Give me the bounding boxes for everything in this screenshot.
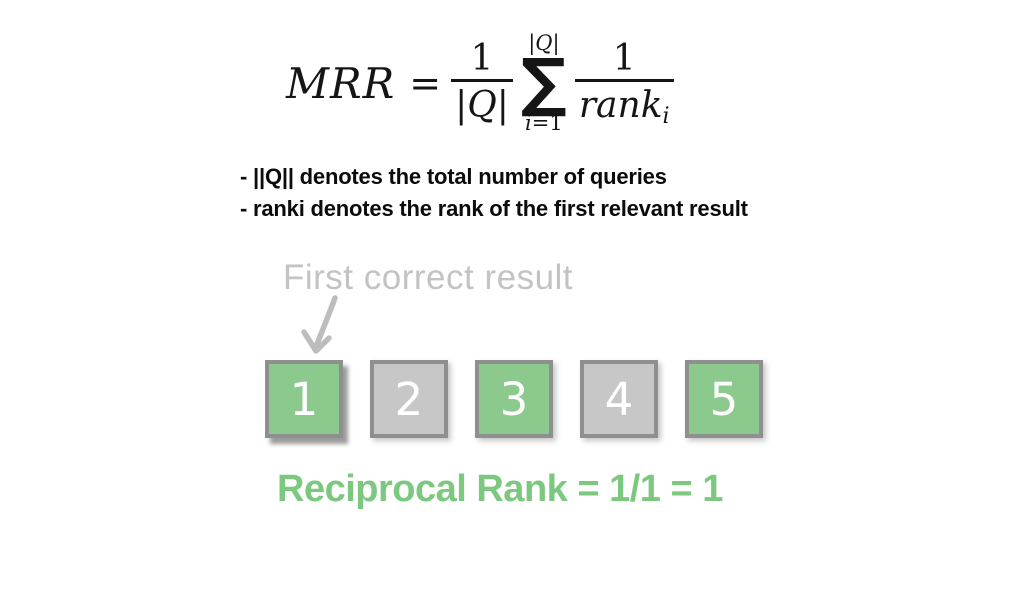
rank-box-label: 1 bbox=[289, 372, 319, 426]
rank-box-label: 2 bbox=[394, 372, 424, 426]
index-variable: i bbox=[525, 111, 532, 136]
rank-box: 2 bbox=[370, 360, 448, 438]
q-symbol: Q bbox=[467, 84, 497, 126]
abs-bar: | bbox=[455, 84, 468, 126]
rank-symbol: rank bbox=[578, 84, 663, 126]
formula-fraction-one-over-q: 1 |Q| bbox=[451, 37, 513, 127]
index-value: =1 bbox=[531, 111, 563, 136]
fraction-numerator: 1 bbox=[470, 37, 494, 79]
summation-lower-limit: i=1 bbox=[525, 112, 563, 134]
down-left-arrow-icon bbox=[301, 295, 338, 354]
formula-equals-sign: = bbox=[409, 61, 442, 105]
fraction-denominator: |Q| bbox=[455, 85, 509, 126]
mrr-formula: MRR = 1 |Q| |Q| ∑ i=1 1 ranki bbox=[286, 27, 674, 139]
fraction-numerator: 1 bbox=[612, 37, 636, 79]
formula-fraction-one-over-rank: 1 ranki bbox=[574, 37, 674, 129]
rank-box: 1 bbox=[265, 360, 343, 438]
rank-box-label: 4 bbox=[604, 372, 634, 426]
reciprocal-rank-result: Reciprocal Rank = 1/1 = 1 bbox=[277, 468, 723, 510]
formula-summation: |Q| ∑ i=1 bbox=[520, 30, 567, 135]
fraction-denominator: ranki bbox=[578, 84, 670, 129]
fraction-bar bbox=[451, 79, 513, 82]
note-rank: - ranki denotes the rank of the first re… bbox=[240, 196, 748, 221]
definition-notes: - ||Q|| denotes the total number of quer… bbox=[240, 161, 748, 225]
abs-bar: | bbox=[552, 30, 560, 55]
rank-box-label: 5 bbox=[709, 372, 739, 426]
abs-bar: | bbox=[496, 84, 509, 126]
rank-boxes-row: 1 2 3 4 5 bbox=[265, 360, 763, 438]
sigma-symbol: ∑ bbox=[520, 45, 567, 120]
rank-box-label: 3 bbox=[499, 372, 529, 426]
summation-upper-limit: |Q| bbox=[528, 30, 560, 55]
fraction-bar bbox=[574, 79, 674, 82]
rank-box: 5 bbox=[685, 360, 763, 438]
first-correct-result-caption: First correct result bbox=[283, 258, 574, 297]
rank-subscript: i bbox=[662, 103, 670, 129]
formula-lhs: MRR bbox=[286, 58, 396, 108]
note-queries: - ||Q|| denotes the total number of quer… bbox=[240, 164, 667, 189]
rank-box: 3 bbox=[475, 360, 553, 438]
abs-bar: | bbox=[528, 30, 536, 55]
q-symbol: Q bbox=[535, 30, 553, 55]
rank-box: 4 bbox=[580, 360, 658, 438]
